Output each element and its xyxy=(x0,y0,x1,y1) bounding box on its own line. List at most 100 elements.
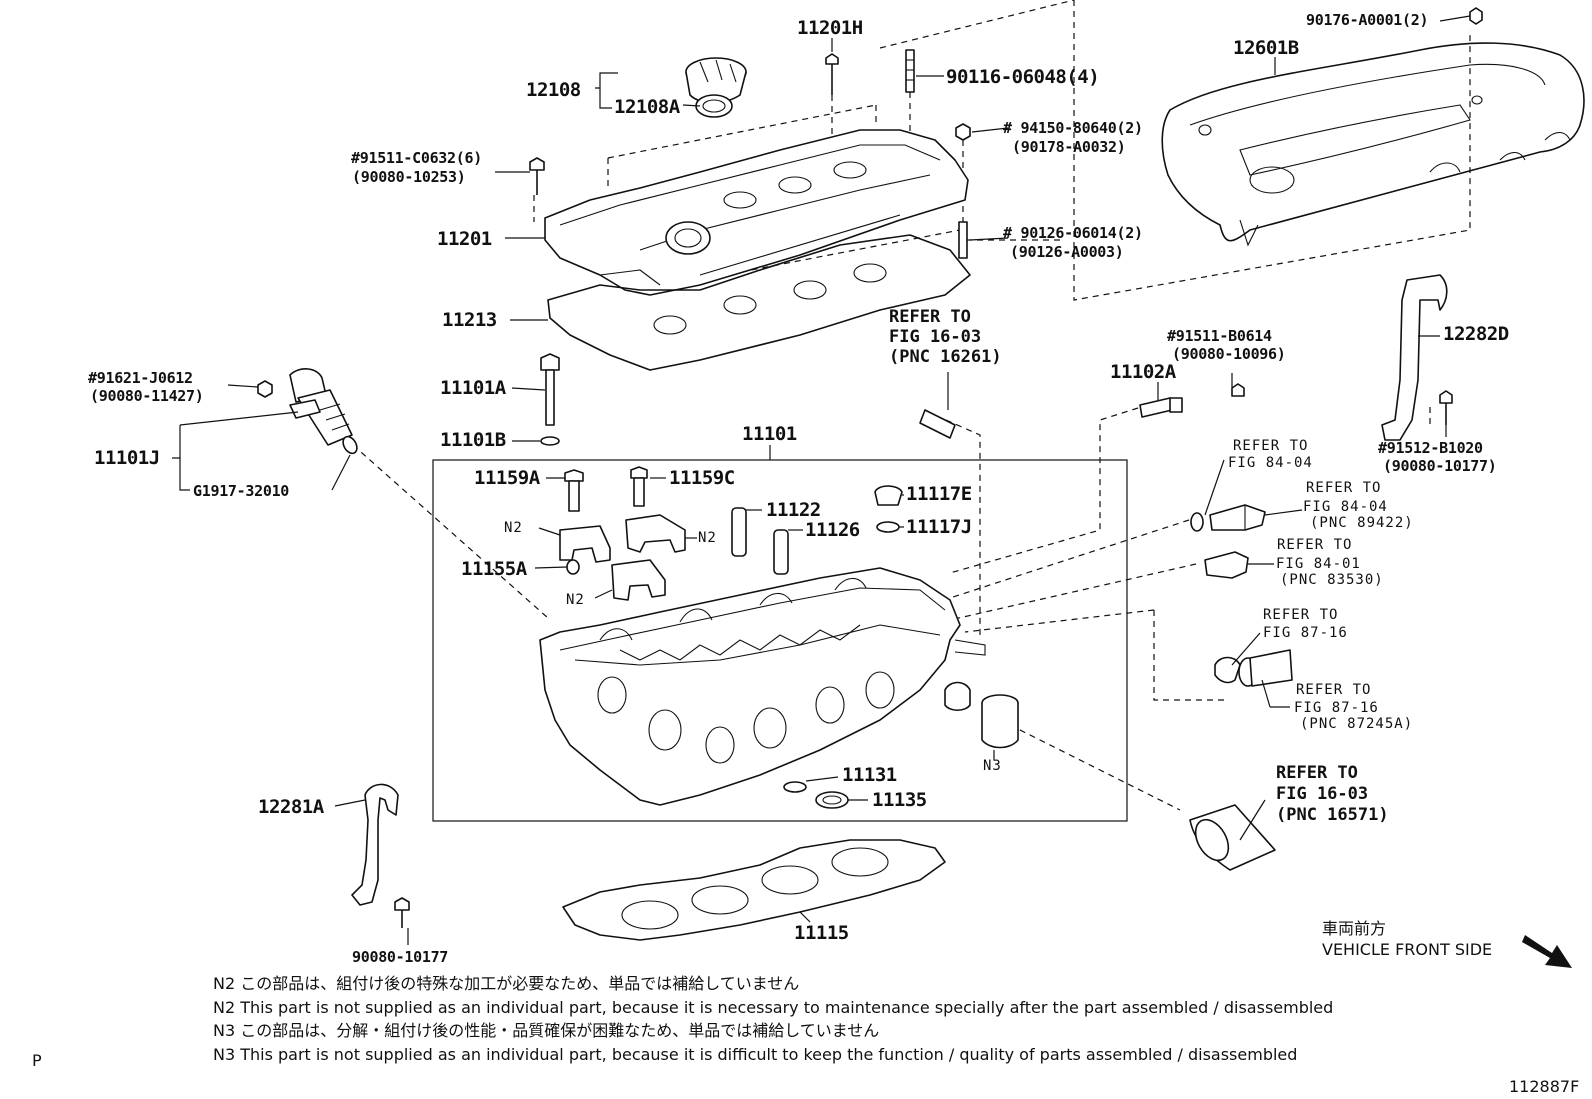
label-91511c: #91511-C0632(6) xyxy=(351,149,482,167)
ref-83530-line3: (PNC 83530) xyxy=(1280,572,1384,588)
ref-84-04a-line1: REFER TO xyxy=(1233,438,1308,454)
head-cover-gasket-drawing xyxy=(547,234,971,371)
label-91511b: #91511-B0614 xyxy=(1167,327,1272,345)
label-11101: 11101 xyxy=(742,423,797,445)
cylinder-head-drawing xyxy=(539,567,986,806)
label-11135: 11135 xyxy=(872,789,927,811)
cam-bolts-drawing xyxy=(564,466,903,575)
ref-16571-line3: (PNC 16571) xyxy=(1276,805,1389,825)
ref-16571-line1: REFER TO xyxy=(1276,763,1358,783)
engine-cover-drawing xyxy=(1161,7,1585,247)
ref-16261-line1: REFER TO xyxy=(889,307,971,327)
assembly-dash-lines xyxy=(352,0,1471,811)
label-11126: 11126 xyxy=(805,519,860,541)
vehicle-front-jp: 車両前方 xyxy=(1322,919,1386,938)
label-11159C: 11159C xyxy=(669,467,735,489)
sensors-right-drawing xyxy=(1190,504,1293,687)
head-cover-drawing xyxy=(544,129,969,296)
stud-90126-drawing xyxy=(958,221,968,259)
hose-16261-drawing xyxy=(919,409,956,439)
ref-83530-line1: REFER TO xyxy=(1277,537,1352,553)
ref-87245A-line3: (PNC 87245A) xyxy=(1300,716,1413,732)
figure-id: 112887F xyxy=(1509,1077,1579,1096)
label-90126: # 90126-06014(2) xyxy=(1003,224,1143,242)
label-91512: #91512-B1020 xyxy=(1378,439,1483,457)
label-11115: 11115 xyxy=(794,922,849,944)
label-90080-10177b: (90080-10177) xyxy=(1383,457,1497,475)
head-bolt-drawing xyxy=(540,353,560,446)
nut-94150-drawing xyxy=(955,123,971,225)
label-90080-11427: (90080-11427) xyxy=(90,387,204,405)
refer-notes: REFER TO FIG 16-03 (PNC 16261) REFER TO … xyxy=(889,307,1414,825)
stud-90116-drawing xyxy=(905,49,915,135)
label-12108: 12108 xyxy=(526,79,581,101)
label-90126a: (90126-A0003) xyxy=(1010,243,1124,261)
head-gasket-drawing xyxy=(562,839,946,941)
note-n3-jp: N3 この部品は、分解・組付け後の性能・品質確保が困難なため、単品では補給してい… xyxy=(213,1021,879,1040)
note-n3-en: N3 This part is not supplied as an indiv… xyxy=(213,1045,1297,1064)
label-11201: 11201 xyxy=(437,228,492,250)
label-11101B: 11101B xyxy=(440,429,506,451)
vehicle-front-arrow xyxy=(1522,935,1572,968)
label-11155A: 11155A xyxy=(461,558,528,580)
label-n2-a: N2 xyxy=(504,520,523,536)
ref-16571-line2: FIG 16-03 xyxy=(1276,784,1368,804)
label-11201H: 11201H xyxy=(797,17,863,39)
note-n2-en: N2 This part is not supplied as an indiv… xyxy=(213,998,1333,1017)
ref-87245A-line1: REFER TO xyxy=(1296,682,1371,698)
leader-lines xyxy=(172,15,1471,945)
label-90080-10253: (90080-10253) xyxy=(352,168,466,186)
bolt-11201h-drawing xyxy=(825,53,839,140)
label-11131: 11131 xyxy=(842,764,897,786)
corner-letter: P xyxy=(32,1051,42,1070)
sensor-11102a-drawing xyxy=(1139,383,1245,418)
label-90178: (90178-A0032) xyxy=(1012,138,1126,156)
label-11159A: 11159A xyxy=(474,467,541,489)
label-12601B: 12601B xyxy=(1233,37,1299,59)
label-11117J: 11117J xyxy=(906,516,972,538)
ref-83530-line2: FIG 84-01 xyxy=(1276,556,1361,572)
label-11102A: 11102A xyxy=(1110,361,1177,383)
part-labels: 11201H 12108 12108A 90116-06048(4) #9151… xyxy=(88,11,1509,966)
vehicle-front-en: VEHICLE FRONT SIDE xyxy=(1322,940,1492,959)
ref-89422-line3: (PNC 89422) xyxy=(1310,515,1414,531)
label-91621: #91621-J0612 xyxy=(88,369,193,387)
bolt-91511c-drawing xyxy=(529,157,545,195)
cylinder-head-box xyxy=(432,459,1128,822)
label-G1917: G1917-32010 xyxy=(193,482,289,500)
ref-89422-line2: FIG 84-04 xyxy=(1303,499,1388,515)
label-11213: 11213 xyxy=(442,309,497,331)
footnotes: N2 この部品は、組付け後の特殊な加工が必要なため、単品では補給していません N… xyxy=(213,974,1333,1064)
oil-control-valve-drawing xyxy=(257,368,358,455)
cam-caps-drawing xyxy=(559,514,686,601)
label-n2-b: N2 xyxy=(698,530,717,546)
bracket-12281a-drawing xyxy=(351,783,410,928)
plug-n3-drawing xyxy=(981,694,1019,749)
label-12108A: 12108A xyxy=(614,96,681,118)
oil-filler-cap-drawing xyxy=(685,57,747,118)
seals-drawing xyxy=(783,781,849,809)
label-90080-10096: (90080-10096) xyxy=(1172,345,1286,363)
label-90176: 90176-A0001(2) xyxy=(1306,11,1428,29)
label-11117E: 11117E xyxy=(906,483,972,505)
note-n2-jp: N2 この部品は、組付け後の特殊な加工が必要なため、単品では補給していません xyxy=(213,974,799,993)
label-12281A: 12281A xyxy=(258,796,325,818)
ref-16261-line2: FIG 16-03 xyxy=(889,327,981,347)
label-12282D: 12282D xyxy=(1443,323,1509,345)
label-n3: N3 xyxy=(983,758,1002,774)
ref-89422-line1: REFER TO xyxy=(1306,480,1381,496)
label-90080-10177: 90080-10177 xyxy=(352,948,448,966)
label-11101A: 11101A xyxy=(440,377,507,399)
ref-87245A-line2: FIG 87-16 xyxy=(1294,700,1379,716)
label-90116: 90116-06048(4) xyxy=(946,66,1099,88)
bracket-12282d-drawing xyxy=(1381,274,1453,441)
label-94150: # 94150-80640(2) xyxy=(1003,119,1143,137)
hose-16571-drawing xyxy=(1189,804,1276,871)
ref-16261-line3: (PNC 16261) xyxy=(889,347,1002,367)
label-n2-c: N2 xyxy=(566,592,585,608)
ref-87-16a-line1: REFER TO xyxy=(1263,607,1338,623)
label-11122: 11122 xyxy=(766,499,821,521)
label-11101J: 11101J xyxy=(94,447,160,469)
ref-87-16a-line2: FIG 87-16 xyxy=(1263,625,1348,641)
